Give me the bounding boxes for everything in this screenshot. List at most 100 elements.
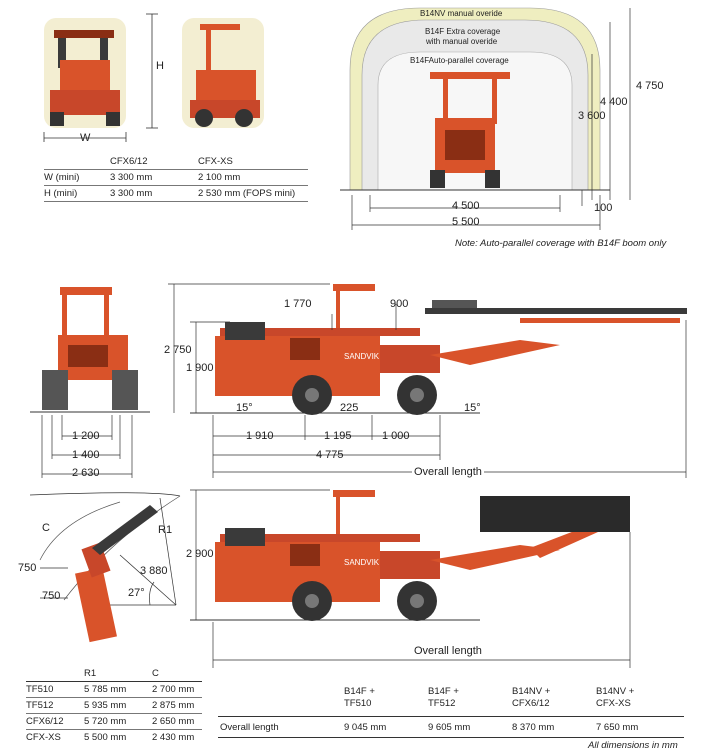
length-header-3-line2: CFX-XS <box>596 698 631 709</box>
side-view-machine <box>190 284 687 415</box>
side-view-dims <box>168 283 687 478</box>
label-w: W <box>80 132 91 144</box>
radius-header-c: C <box>152 668 159 679</box>
dim-2750: 2 750 <box>164 344 192 356</box>
zone-b14f-extra-label-1: B14F Extra coverage <box>425 27 501 36</box>
length-header-2-line1: B14NV + <box>512 686 551 697</box>
mini-row-0-label: W (mini) <box>44 169 110 186</box>
dim-1200: 1 200 <box>72 430 100 442</box>
mini-row-0-cfx612: 3 300 mm <box>110 169 198 186</box>
mini-row-1-label: H (mini) <box>44 185 110 202</box>
dim-900: 900 <box>390 298 409 310</box>
dim-1910: 1 910 <box>246 430 274 442</box>
length-value-0: 9 045 mm <box>344 722 387 733</box>
dim-4400: 4 400 <box>600 96 628 108</box>
length-value-1: 9 605 mm <box>428 722 471 733</box>
length-header-0-line1: B14F + <box>344 686 375 697</box>
top-front-photo <box>44 18 126 128</box>
angle-27: 27° <box>128 587 145 599</box>
front-view-dims <box>41 415 133 478</box>
mini-header-2: CFX-XS <box>198 154 308 170</box>
radius-row-2-c: 2 650 mm <box>152 713 202 730</box>
top-side-photo <box>182 18 264 128</box>
radius-header-r1: R1 <box>84 668 97 679</box>
dim-1770: 1 770 <box>284 298 312 310</box>
overall-length-label-1: Overall length <box>412 466 484 478</box>
dim-w <box>43 132 127 142</box>
overall-length-label-2: Overall length <box>412 645 484 657</box>
mini-header-1: CFX6/12 <box>110 154 198 170</box>
dim-750-b: 750 <box>42 590 61 602</box>
footer-note: All dimensions in mm <box>588 740 678 751</box>
dim-h <box>146 13 158 129</box>
label-h: H <box>156 60 164 72</box>
coverage-dims <box>351 8 631 230</box>
radius-row-1-r1: 5 935 mm <box>84 697 152 714</box>
radius-row-0-r1: 5 785 mm <box>84 681 152 698</box>
mini-dimensions-table: CFX6/12 CFX-XS W (mini) 3 300 mm 2 100 m… <box>44 154 308 202</box>
side-view2-machine <box>190 490 630 621</box>
length-header-3-line1: B14NV + <box>596 686 635 697</box>
dim-5500: 5 500 <box>452 216 480 228</box>
dim-2900: 2 900 <box>186 548 214 560</box>
dim-4500: 4 500 <box>452 200 480 212</box>
dim-1000: 1 000 <box>382 430 410 442</box>
length-header-2: B14NV + CFX6/12 <box>512 686 550 710</box>
mini-row-0-cfxxs: 2 100 mm <box>198 169 308 186</box>
angle-right: 15° <box>464 402 481 414</box>
radius-row-0-c: 2 700 mm <box>152 681 202 698</box>
length-header-1-line2: TF512 <box>428 698 456 709</box>
dim-4750: 4 750 <box>636 80 664 92</box>
mini-row-1-cfx612: 3 300 mm <box>110 185 198 202</box>
length-header-1: B14F + TF512 <box>428 686 459 710</box>
radius-row-3-c: 2 430 mm <box>152 732 195 743</box>
zone-b14f-extra-label-2: with manual overide <box>426 37 498 46</box>
radius-header-0 <box>26 666 84 682</box>
radius-row-1-model: TF512 <box>26 697 84 714</box>
dim-1195: 1 195 <box>324 430 352 442</box>
dim-1400: 1 400 <box>72 449 100 461</box>
side-view2-dims <box>190 489 631 668</box>
dim-1900: 1 900 <box>186 362 214 374</box>
dim-100: 100 <box>594 202 613 214</box>
dim-750-a: 750 <box>18 562 37 574</box>
dim-3600: 3 600 <box>578 110 606 122</box>
length-table: B14F + TF510 B14F + TF512 B14NV + CFX6/1… <box>218 686 684 738</box>
radius-row-2-r1: 5 720 mm <box>84 713 152 730</box>
radius-row-3-model: CFX-XS <box>26 732 61 743</box>
label-c: C <box>42 522 50 534</box>
brand-logo-1: SANDVIK <box>344 352 380 361</box>
dim-3880: 3 880 <box>140 565 168 577</box>
front-view-machine <box>30 287 150 413</box>
mini-row-1-cfxxs: 2 530 mm (FOPS mini) <box>198 185 308 202</box>
brand-logo-2: SANDVIK <box>344 558 380 567</box>
angle-left: 15° <box>236 402 253 414</box>
mini-header-0 <box>44 154 110 170</box>
dim-4775: 4 775 <box>316 449 344 461</box>
length-header-3: B14NV + CFX-XS <box>596 686 634 710</box>
coverage-machine <box>430 72 510 188</box>
length-row-label: Overall length <box>220 722 279 733</box>
length-value-3: 7 650 mm <box>596 722 639 733</box>
length-header-0-line2: TF510 <box>344 698 372 709</box>
radius-row-0-model: TF510 <box>26 681 84 698</box>
zone-b14nv-label: B14NV manual overide <box>420 9 503 18</box>
length-value-2: 8 370 mm <box>512 722 555 733</box>
length-rule-bottom <box>218 737 684 738</box>
length-header-1-line1: B14F + <box>428 686 459 697</box>
coverage-zones <box>340 7 610 191</box>
dim-225: 225 <box>340 402 359 414</box>
label-r1: R1 <box>158 524 173 536</box>
radius-row-2-model: CFX6/12 <box>26 713 84 730</box>
zone-b14f-auto-label: B14FAuto-parallel coverage <box>410 56 509 65</box>
coverage-note: Note: Auto-parallel coverage with B14F b… <box>455 238 667 249</box>
length-rule-top <box>218 716 684 717</box>
turning-diagram <box>29 492 181 643</box>
turning-radius-table: R1 C TF510 5 785 mm 2 700 mm TF512 5 935… <box>26 666 202 745</box>
dim-2630: 2 630 <box>72 467 100 479</box>
radius-row-1-c: 2 875 mm <box>152 697 202 714</box>
length-header-0: B14F + TF510 <box>344 686 375 710</box>
length-header-2-line2: CFX6/12 <box>512 698 550 709</box>
radius-row-3-r1: 5 500 mm <box>84 732 127 743</box>
